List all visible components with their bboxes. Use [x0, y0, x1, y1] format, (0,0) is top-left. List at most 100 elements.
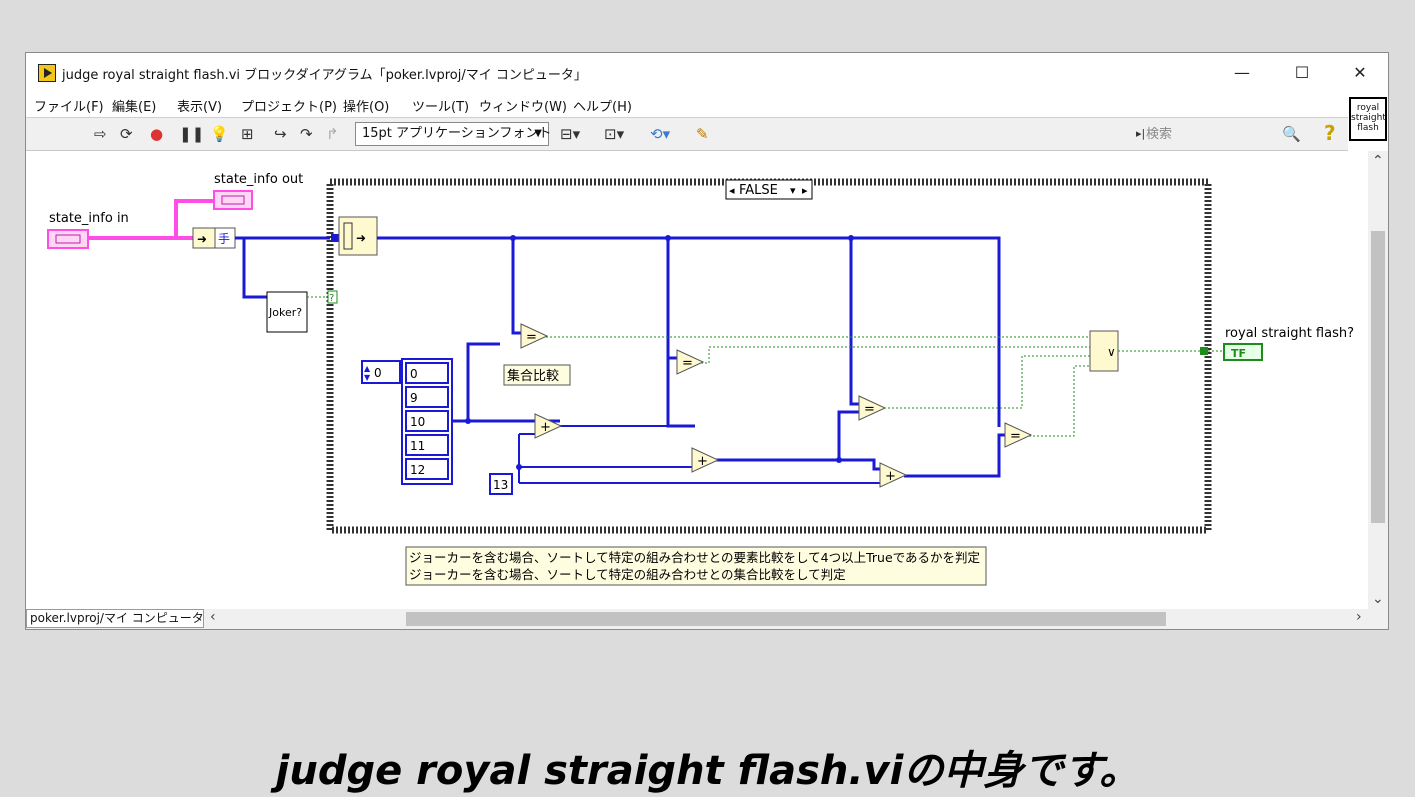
hand-wire-joker: [242, 238, 267, 299]
toolbar: ⇨ ⟳ ● ❚❚ 💡 ⊞ ↪ ↷ ↱ 15pt アプリケーションフォント ▼ ⊟…: [26, 117, 1348, 151]
add3-out-wire: [904, 433, 1005, 478]
state-out-terminal: [213, 190, 253, 210]
array-cell-value: 11: [410, 439, 425, 453]
highlight-execution-icon[interactable]: 💡: [210, 125, 229, 143]
slide-caption: judge royal straight flash.viの中身です。: [275, 748, 1140, 794]
menu-bar: ファイル(F) 編集(E) 表示(V) プロジェクト(P) 操作(O) ツール(…: [26, 93, 1388, 117]
state-in-label: state_info in: [49, 211, 129, 226]
step-over-icon[interactable]: ↷: [300, 125, 313, 143]
distribute-objects-icon[interactable]: ⊡▾: [604, 125, 625, 143]
cleanup-diagram-icon[interactable]: ✎: [696, 125, 709, 143]
menu-operate[interactable]: 操作(O): [343, 100, 390, 115]
menu-file[interactable]: ファイル(F): [34, 100, 104, 115]
index-value: 0: [374, 366, 382, 380]
array-cell: [405, 362, 449, 384]
array-cell: [405, 458, 449, 480]
help-icon[interactable]: ?: [1324, 121, 1336, 145]
menu-window[interactable]: ウィンドウ(W): [479, 100, 567, 115]
comment-line-1: ジョーカーを含む場合、ソートして特定の組み合わせとの要素比較をして4つ以上Tru…: [409, 550, 980, 565]
array-wire-up: [452, 342, 500, 423]
close-button[interactable]: ✕: [1353, 63, 1367, 82]
equal-node-2-symbol: =: [682, 356, 693, 371]
scroll-up-icon[interactable]: ⌃: [1372, 153, 1384, 169]
bool-wire-2: [701, 346, 1090, 364]
case-selector-box: [725, 179, 813, 200]
equal-node-3: [858, 395, 887, 421]
retain-wire-values-icon[interactable]: ⊞: [241, 125, 254, 143]
sorted-wire-2: [666, 238, 677, 360]
equal-node-1: [520, 323, 549, 349]
run-arrow-icon[interactable]: ⇨: [94, 125, 107, 143]
menu-tools[interactable]: ツール(T): [412, 100, 470, 115]
title-bar[interactable]: judge royal straight flash.vi ブロックダイアグラム…: [26, 53, 1388, 93]
add-node-2-symbol: +: [697, 454, 708, 469]
selector-label: ?: [329, 293, 334, 304]
add-node-1-symbol: +: [540, 420, 551, 435]
state-in-cluster-icon: [55, 234, 81, 244]
minimize-button[interactable]: —: [1234, 63, 1250, 82]
vertical-scroll-thumb[interactable]: [1371, 231, 1385, 523]
add-node-2: [691, 447, 720, 473]
sorted-wire-1: [511, 238, 521, 335]
horizontal-scrollbar[interactable]: poker.lvproj/マイ コンピュータ ‹ ›: [26, 609, 1388, 629]
pause-icon[interactable]: ❚❚: [179, 125, 205, 143]
state-out-label: state_info out: [214, 172, 303, 187]
menu-edit[interactable]: 編集(E): [112, 100, 157, 115]
maximize-button[interactable]: ☐: [1294, 63, 1310, 82]
search-arrow-icon: ▸|: [1136, 127, 1146, 140]
equal-node-3-symbol: =: [864, 402, 875, 417]
wire-junction: [516, 464, 522, 470]
const-13-value: 13: [493, 478, 508, 492]
state-in-terminal: [47, 229, 89, 249]
diagram-canvas: FALSE ◂ ▾ ▸ state_info in state_info out…: [47, 172, 1354, 586]
case-prev-icon: ◂: [729, 184, 735, 197]
joker-subvi: [266, 291, 308, 333]
const-13: [489, 473, 513, 495]
vertical-scrollbar[interactable]: ⌃ ⌄: [1368, 151, 1388, 611]
case-next-icon: ▸: [802, 184, 808, 197]
run-continuously-icon[interactable]: ⟳: [120, 125, 133, 143]
array-cell: [405, 386, 449, 408]
add2-to-add3: [839, 458, 880, 471]
case-dropdown-icon: ▾: [790, 184, 796, 197]
scroll-left-icon[interactable]: ‹: [210, 609, 216, 625]
font-select[interactable]: 15pt アプリケーションフォント ▼: [355, 122, 551, 146]
horizontal-scroll-thumb[interactable]: [406, 612, 1166, 626]
abort-icon[interactable]: ●: [150, 125, 164, 143]
chevron-down-icon: ▼: [534, 128, 542, 139]
vi-icon[interactable]: royal straight flash: [1349, 97, 1387, 141]
labview-window: judge royal straight flash.vi ブロックダイアグラム…: [25, 52, 1389, 630]
bool-wire-4: [1029, 365, 1090, 437]
search-icon[interactable]: 🔍: [1282, 125, 1301, 143]
menu-help[interactable]: ヘルプ(H): [573, 100, 632, 115]
scroll-down-icon[interactable]: ⌄: [1372, 591, 1384, 607]
cluster-wire-out: [88, 199, 216, 240]
array-cell: [405, 410, 449, 432]
step-into-icon[interactable]: ↪: [274, 125, 287, 143]
comment-line-2: ジョーカーを含む場合、ソートして特定の組み合わせとの集合比較をして判定: [409, 567, 846, 582]
state-out-cluster-icon: [221, 195, 245, 205]
block-diagram[interactable]: FALSE ◂ ▾ ▸ state_info in state_info out…: [26, 151, 1368, 609]
reorder-icon[interactable]: ⟲▾: [650, 125, 671, 143]
add2-out-wire: [716, 410, 859, 462]
array-cell-value: 12: [410, 463, 425, 477]
menu-project[interactable]: プロジェクト(P): [241, 100, 337, 115]
tunnel-in: [331, 234, 339, 242]
step-out-icon[interactable]: ↱: [326, 125, 339, 143]
bool-wire-3: [884, 355, 1090, 409]
search-input[interactable]: 検索: [1146, 127, 1173, 142]
align-objects-icon[interactable]: ⊟▾: [560, 125, 581, 143]
scroll-right-icon[interactable]: ›: [1356, 609, 1362, 625]
selector-terminal: [327, 290, 338, 304]
set-compare-label-box: [503, 364, 571, 386]
set-compare-label: 集合比較: [507, 368, 559, 384]
wire-junction: [510, 235, 516, 241]
sorted-wire-trunk: [377, 236, 1001, 427]
equal-node-2: [676, 349, 705, 375]
project-context-tab[interactable]: poker.lvproj/マイ コンピュータ: [26, 609, 204, 628]
or-symbol: ∨: [1107, 345, 1116, 359]
menu-view[interactable]: 表示(V): [177, 100, 223, 115]
case-selector-label: FALSE: [739, 183, 778, 198]
sorted-wire-3: [849, 238, 859, 406]
index-down-icon: ▼: [364, 373, 371, 382]
